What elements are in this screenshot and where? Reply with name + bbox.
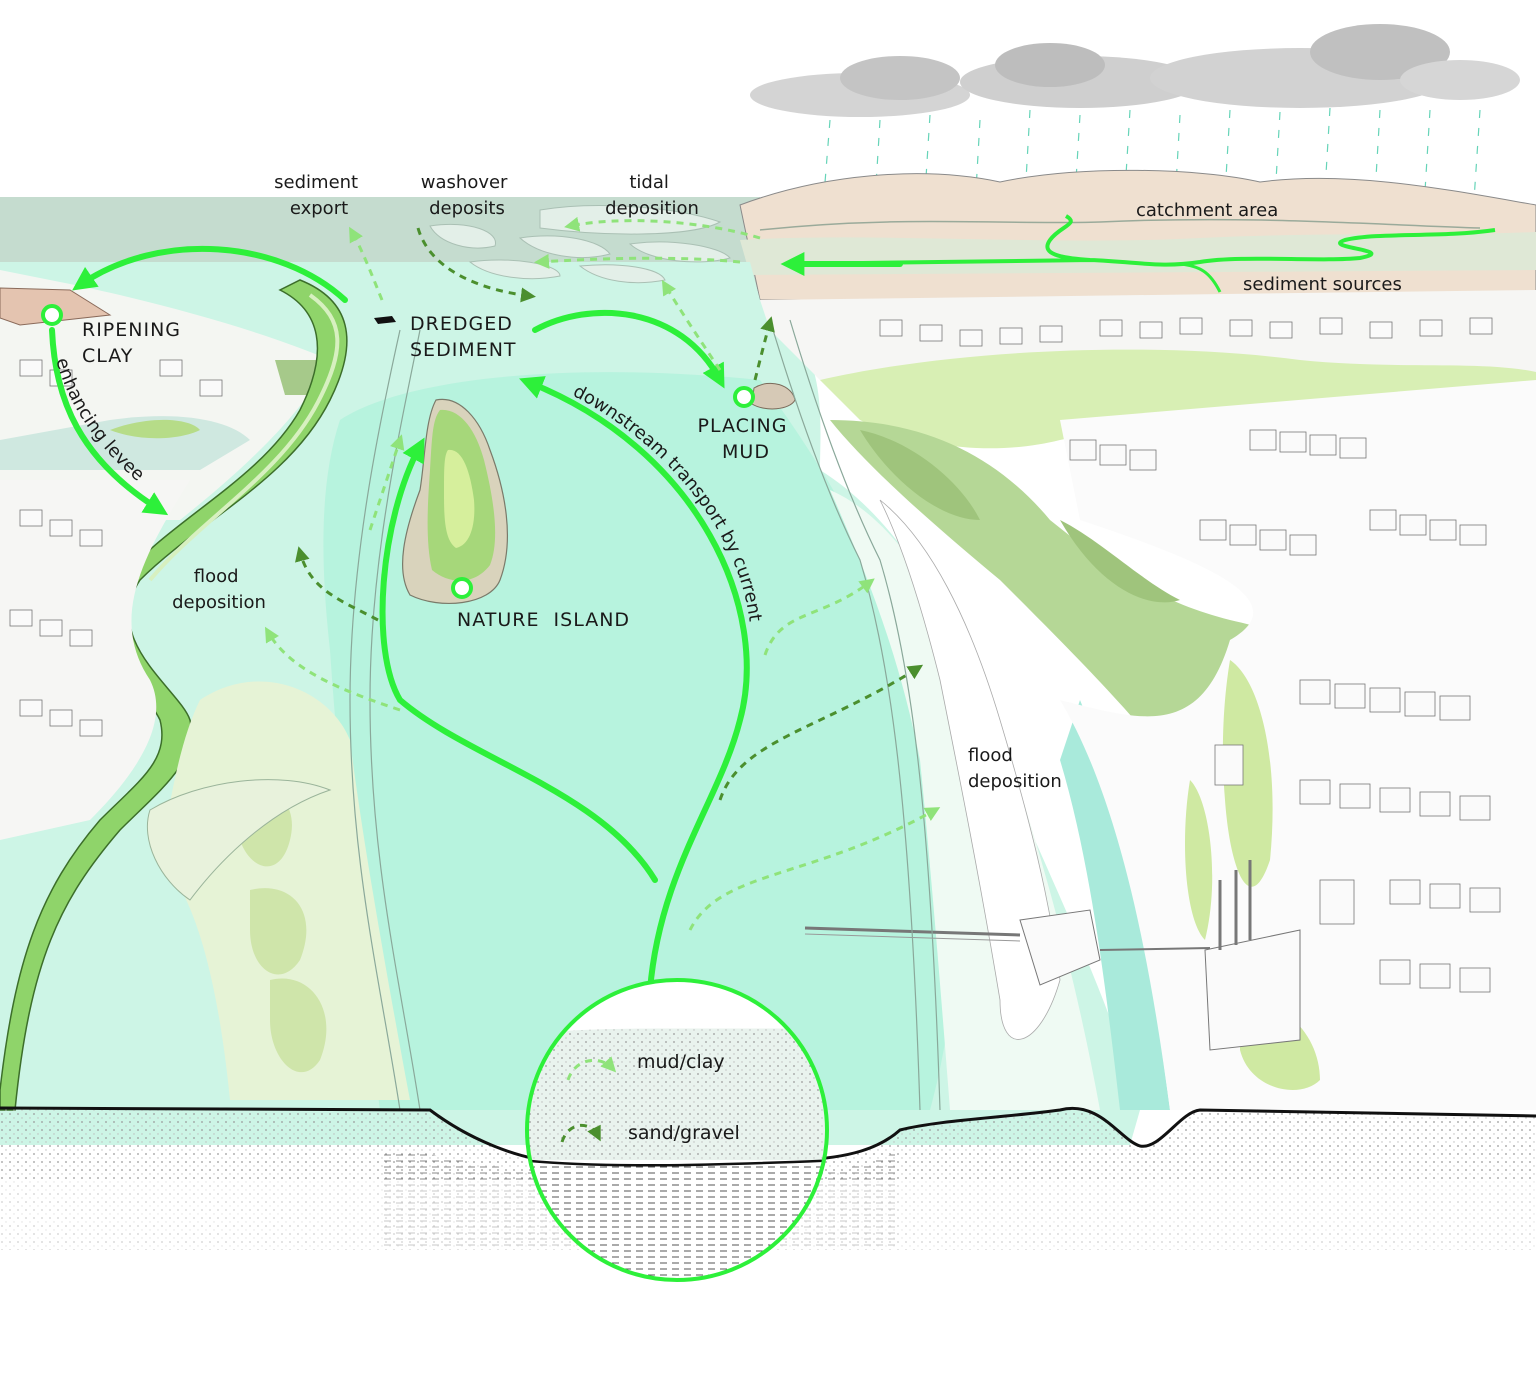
dash-washover (416, 227, 536, 303)
dash-left-2 (295, 546, 379, 622)
arrow-enhancing-levee (49, 327, 169, 516)
dredger-boat-icon (374, 316, 396, 324)
arrow-downstream-transport (519, 376, 750, 993)
right-marsh-darker (860, 430, 1180, 603)
arrow-to-placing-mud (532, 309, 725, 389)
tidal-flats (429, 205, 731, 284)
label-nature-island: NATURE ISLAND (457, 609, 630, 631)
right-marsh-light (820, 349, 1536, 449)
left-bank-land (0, 480, 190, 840)
label-ripening-clay: RIPENING CLAY (82, 319, 188, 367)
factory-and-pier (804, 860, 1301, 1051)
town-buildings (9, 317, 1501, 993)
dash-placing-2 (753, 316, 775, 381)
dash-tidal-1 (564, 216, 761, 240)
label-catchment-area: catchment area (1136, 200, 1278, 221)
sediment-section-lens (525, 978, 829, 1282)
dash-sand-gravel-icon (560, 1124, 601, 1143)
arrow-sediment-sources-link (1179, 262, 1222, 293)
dash-right-2 (718, 664, 924, 801)
label-sand-gravel: sand/gravel (628, 1122, 740, 1144)
marker-placing-mud (733, 386, 755, 408)
label-flood-deposition-right: flood deposition (968, 745, 1062, 792)
arrow-sediment-export (72, 245, 348, 303)
nature-island-core (444, 449, 475, 548)
dash-sediment-export (349, 226, 384, 301)
marker-ripening-clay (41, 304, 63, 326)
left-marsh-patches (240, 792, 327, 1073)
label-sediment-sources: sediment sources (1243, 274, 1402, 295)
label-placing-mud: PLACING MUD (698, 415, 795, 463)
label-flood-deposition-left: flood deposition (172, 566, 266, 613)
catchment-forest (740, 232, 1536, 275)
dash-mud-clay-icon (566, 1056, 617, 1081)
dash-right-1 (763, 578, 875, 656)
left-green-patch (275, 360, 320, 395)
label-mud-clay: mud/clay (637, 1051, 725, 1073)
arrow-nature-island (379, 437, 658, 883)
dash-right-3 (688, 807, 941, 931)
label-dredged-sediment: DREDGED SEDIMENT (410, 313, 520, 361)
right-channel (1060, 700, 1170, 1110)
right-town-land (1060, 380, 1536, 1110)
left-island-green (110, 419, 200, 439)
catchment-ridge (759, 218, 1481, 231)
right-green-strips (1185, 660, 1320, 1090)
marker-nature-island (451, 577, 473, 599)
rain-clouds (750, 24, 1520, 117)
dash-placing-1 (661, 279, 722, 371)
right-floodplain-white (879, 499, 1061, 1040)
left-sandbar (146, 779, 332, 901)
levee-inner (148, 293, 340, 582)
label-tidal-deposition: tidal deposition (605, 172, 699, 219)
label-washover-deposits: washover deposits (421, 172, 513, 219)
label-sediment-export: sediment export (274, 172, 364, 219)
